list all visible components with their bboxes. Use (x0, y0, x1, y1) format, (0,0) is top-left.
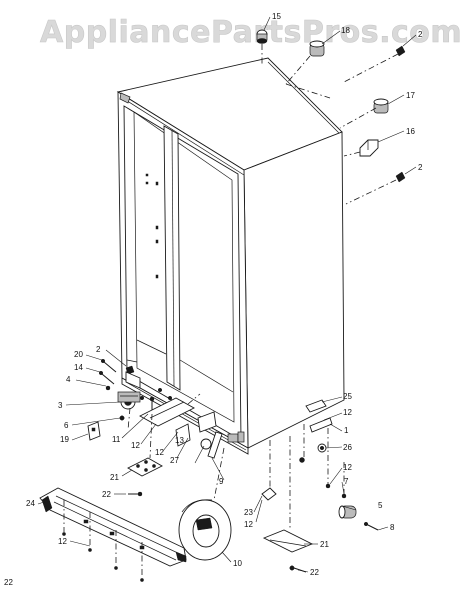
callout-label: 2 (418, 163, 423, 172)
part-10-roll (178, 499, 232, 561)
watermark-text: AppliancePartsPros.com (40, 15, 462, 50)
part-6-roller (119, 415, 125, 421)
part-2-screw-left (125, 365, 135, 375)
callout-label: 22 (102, 490, 111, 499)
callout-label: 12 (131, 441, 140, 450)
part-9-link (207, 431, 223, 459)
part-18-bushing (309, 40, 325, 57)
callout-label: 15 (272, 12, 281, 21)
part-23-clip (261, 487, 277, 501)
callout-labels: 15 18 2 17 16 2 20 2 14 4 3 6 19 11 12 1… (26, 12, 423, 577)
callout-label: 20 (74, 350, 83, 359)
callout-label: 12 (244, 520, 253, 529)
callout-label: 17 (406, 91, 415, 100)
callout-label: 9 (219, 477, 224, 486)
part-7-washer (341, 493, 347, 499)
part-22-screw-left (128, 491, 143, 497)
callout-label: 13 (175, 436, 184, 445)
part-14-screw (98, 370, 115, 385)
part-21-plate-right (262, 529, 314, 553)
part-16-hinge-bracket (359, 139, 379, 157)
part-8-screw (363, 521, 379, 531)
callout-label: 23 (244, 508, 253, 517)
callout-label: 21 (110, 473, 119, 482)
part-21-plate-left (127, 457, 163, 477)
callout-label: 12 (343, 408, 352, 417)
callout-label: 10 (233, 559, 242, 568)
callout-label: 24 (26, 499, 35, 508)
part-4-washer (105, 385, 111, 391)
part-3-leveling-assembly (117, 391, 141, 410)
part-13-bracket (197, 411, 217, 450)
bottom-center-parts (39, 413, 232, 582)
callout-label: 26 (343, 443, 352, 452)
callout-leaders (37, 16, 417, 573)
callout-label: 1 (344, 426, 349, 435)
part-15-bushing (256, 29, 268, 44)
callout-label: 21 (320, 540, 329, 549)
part-2-screw-mid (395, 171, 406, 183)
callout-label: 12 (155, 448, 164, 457)
callout-label: 22 (310, 568, 319, 577)
part-19-bracket (87, 421, 101, 441)
callout-label: 2 (96, 345, 101, 354)
page-number: 22 (4, 578, 13, 587)
callout-label: 11 (112, 435, 121, 444)
callout-label: 12 (343, 463, 352, 472)
callout-label: 12 (58, 537, 67, 546)
callout-label: 14 (74, 363, 83, 372)
callout-label: 7 (344, 477, 349, 486)
top-hinge-parts (256, 29, 406, 205)
callout-label: 8 (390, 523, 395, 532)
part-17-bushing (373, 98, 389, 114)
callout-label: 19 (60, 435, 69, 444)
callout-label: 25 (343, 392, 352, 401)
callout-label: 6 (64, 421, 69, 430)
part-25-clip (305, 399, 327, 413)
part-24-toe-grille (39, 487, 187, 567)
callout-label: 16 (406, 127, 415, 136)
part-20-screw (100, 358, 117, 373)
refrigerator-cabinet (116, 57, 345, 455)
callout-label: 3 (58, 401, 63, 410)
callout-label: 4 (66, 375, 71, 384)
callout-label: 5 (378, 501, 383, 510)
callout-label: 2 (418, 30, 423, 39)
callout-label: 18 (341, 26, 350, 35)
part-1-clip (309, 417, 333, 433)
part-26-bushing (317, 443, 327, 453)
callout-label: 27 (170, 456, 179, 465)
